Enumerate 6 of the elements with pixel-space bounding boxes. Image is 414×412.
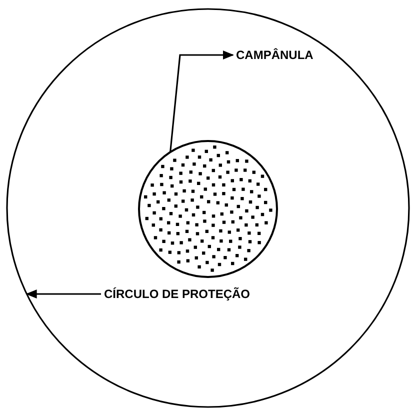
callout-label: CÍRCULO DE PROTEÇÃO (104, 287, 294, 301)
leader-line (26, 290, 101, 298)
dotted-circle (138, 140, 278, 278)
protection-circle (6, 8, 410, 408)
leader-line (170, 50, 234, 152)
callout-label: CAMPÂNULA (236, 48, 316, 62)
